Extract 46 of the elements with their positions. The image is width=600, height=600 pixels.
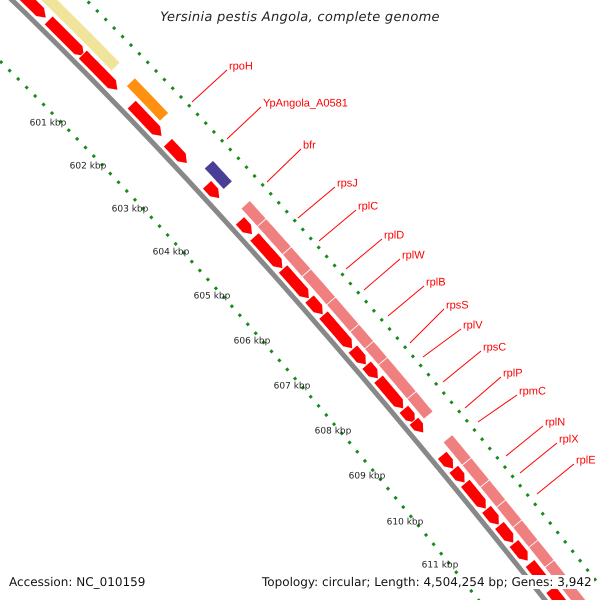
scale-label: 604 kbp [152,248,190,258]
scale-label: 607 kbp [274,382,310,392]
gene-label: rpmC [519,386,546,398]
leader-line [388,286,424,316]
scale-label: 609 kbp [348,472,386,482]
gene-label: rplC [358,202,378,212]
leader-line [422,328,462,358]
leader-line [464,376,502,408]
gene-label: rpsC [483,342,506,354]
scale-label: 610 kbp [386,518,424,528]
leader-line [442,350,482,382]
leader-line [506,426,544,456]
leader-line [192,70,228,102]
scale-label: 603 kbp [112,206,148,214]
scale-label: 605 kbp [194,292,230,302]
gene-label: rplX [559,434,579,446]
leader-line [298,186,336,218]
footer-text: Accession: NC_010159 [7,575,148,589]
leader-line [346,238,382,270]
gene-label: rplW [402,250,425,262]
scale-label: 601 kbp [30,120,66,128]
scale-label: 608 kbp [314,428,352,436]
footer-text: Topology: circular; Length: 4,504,254 bp; Genes: 3,942 [260,575,594,589]
scale-label: 606 kbp [234,338,270,346]
leader-line [520,442,558,474]
gene-label: rpoH [229,62,253,72]
scale-label: 611 kbp [422,562,458,570]
gene-label: bfr [303,140,316,152]
gene-label: rpsS [446,300,469,312]
leader-line [478,394,518,422]
leader-line [536,464,574,494]
leader-line [266,148,302,182]
gene-label: YpAngola_A0581 [263,98,348,110]
gene-label: rplD [384,230,404,242]
gene-label: rplP [503,368,523,380]
gene-label: rpsJ [337,178,358,190]
gene-label: rplB [426,278,446,288]
gene-label: rplE [576,456,596,466]
leader-line [226,106,262,140]
leader-line [364,258,400,290]
leader-line [410,308,444,344]
scale-label: 602 kbp [70,162,106,172]
title: Yersinia pestis Angola, complete genome [160,11,440,24]
leader-line [318,210,356,242]
gene-label: rplV [463,320,483,332]
gene-label: rplN [545,418,566,428]
